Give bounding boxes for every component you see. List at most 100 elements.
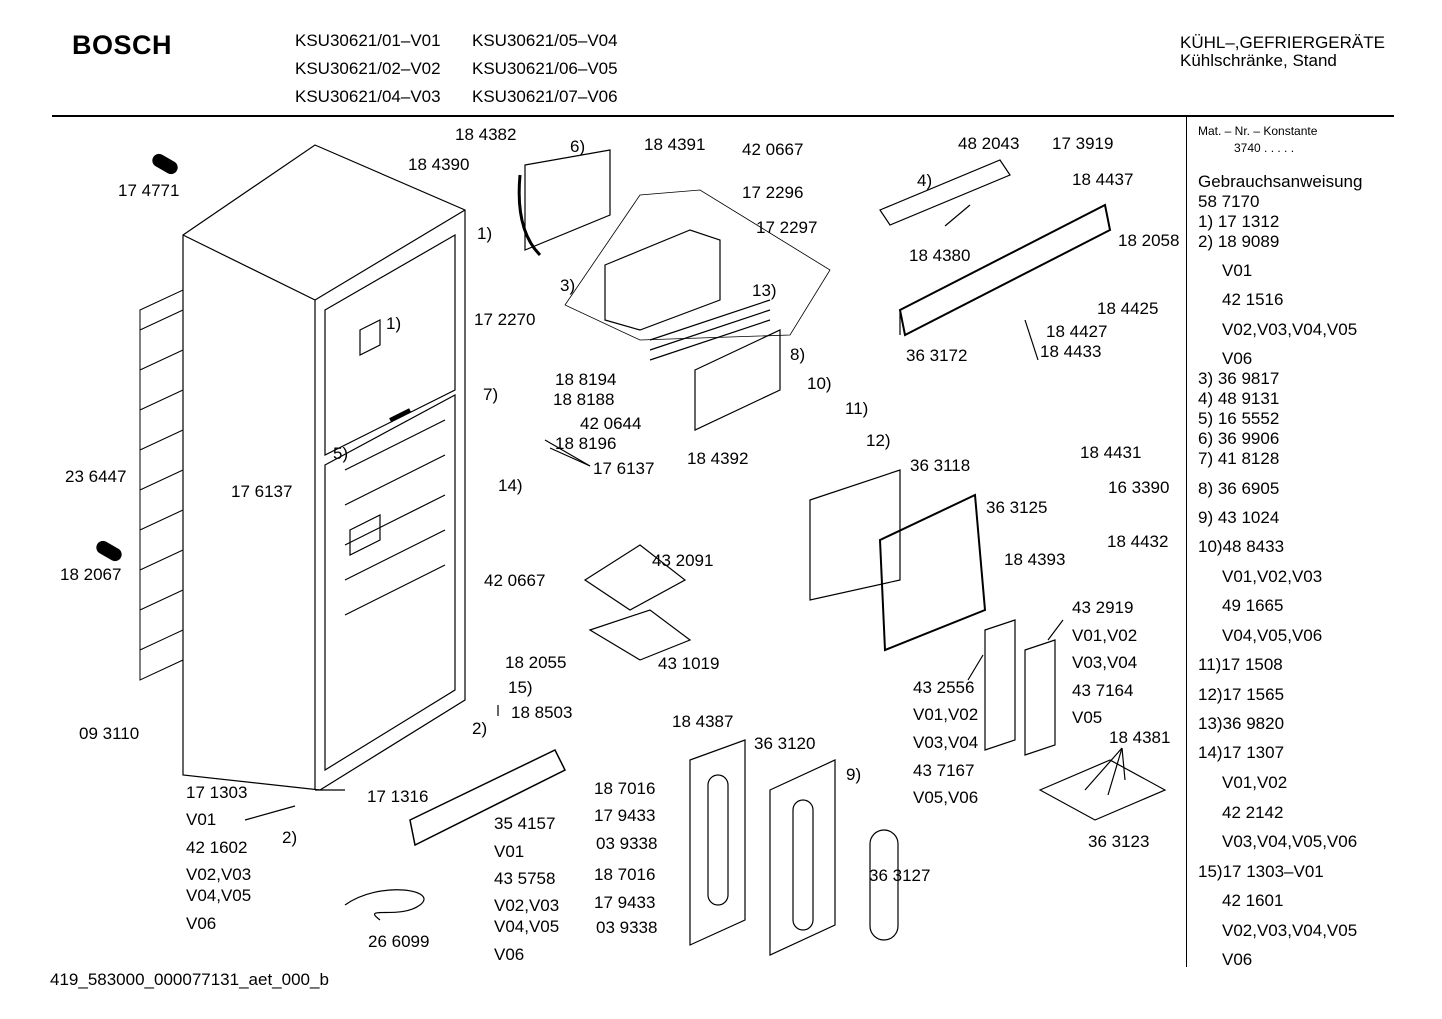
parts-list-item: 42 2142 xyxy=(1222,803,1284,822)
part-label: 16 3390 xyxy=(1108,478,1170,497)
part-label: 18 8194 xyxy=(555,370,617,389)
filter-dryer-part xyxy=(152,153,178,175)
variant-label: V03,V04 xyxy=(1072,653,1138,672)
evaporator-plate xyxy=(524,149,611,251)
parts-list-item: 10)48 8433 xyxy=(1198,537,1285,556)
callout-label: 11) xyxy=(845,399,869,418)
parts-list-item: 9) 43 1024 xyxy=(1198,508,1280,527)
part-label: 42 1602 xyxy=(186,838,248,857)
part-label: 18 7016 xyxy=(594,779,656,798)
filter-dryer-part xyxy=(96,540,122,562)
category-subtitle: Kühlschränke, Stand xyxy=(1180,51,1337,70)
parts-list-item: 3) 36 9817 xyxy=(1198,369,1280,388)
brand-logo: BOSCH xyxy=(72,30,173,60)
condenser-grid xyxy=(139,289,184,681)
variant-label: V01,V02 xyxy=(913,705,979,724)
handle-part xyxy=(984,619,1016,751)
model-number: KSU30621/07–V06 xyxy=(472,87,618,106)
part-label: 09 3110 xyxy=(79,724,140,743)
hinge-plate xyxy=(1038,759,1167,821)
callout-label: 1) xyxy=(477,224,493,243)
model-number: KSU30621/04–V03 xyxy=(295,87,441,106)
part-label: 43 1019 xyxy=(658,654,720,673)
part-label: 18 4437 xyxy=(1072,170,1134,189)
part-label: 18 4387 xyxy=(672,712,734,731)
part-label: 17 2296 xyxy=(742,183,804,202)
part-label: 17 4771 xyxy=(118,181,180,200)
part-label: 18 8196 xyxy=(555,434,617,453)
callout-label: 10) xyxy=(807,374,832,393)
parts-list-item: 49 1665 xyxy=(1222,596,1284,615)
part-label: 48 2043 xyxy=(958,134,1020,153)
variant-label: V06 xyxy=(186,914,217,933)
part-label: 36 3118 xyxy=(910,456,971,475)
part-label: 36 3120 xyxy=(754,734,816,753)
const-label: Mat. – Nr. – Konstante xyxy=(1198,124,1318,138)
part-label: 03 9338 xyxy=(596,918,658,937)
fan-bracket xyxy=(588,609,692,661)
category-title: KÜHL–,GEFRIERGERÄTE xyxy=(1180,33,1385,52)
part-label: 18 8188 xyxy=(553,390,615,409)
callout-label: 4) xyxy=(917,171,933,190)
variant-label: V02,V03 xyxy=(494,896,560,915)
parts-list-item: 58 7170 xyxy=(1198,192,1260,211)
part-label: 18 2067 xyxy=(60,565,122,584)
part-label: 43 2556 xyxy=(913,678,975,697)
part-label: 43 7167 xyxy=(913,761,975,780)
control-board xyxy=(879,159,1011,226)
parts-list-item: V01 xyxy=(1222,261,1253,280)
parts-list-item: 42 1516 xyxy=(1222,290,1284,309)
part-label: 43 7164 xyxy=(1072,681,1134,700)
parts-list-item: 5) 16 5552 xyxy=(1198,409,1280,428)
part-label: 18 7016 xyxy=(594,865,656,884)
part-label: 18 4390 xyxy=(408,155,470,174)
part-label: 36 3127 xyxy=(869,866,931,885)
part-label: 17 9433 xyxy=(594,806,656,825)
variant-label: V05,V06 xyxy=(913,788,979,807)
parts-list-item: 2) 18 9089 xyxy=(1198,232,1280,251)
part-label: 36 3172 xyxy=(906,346,968,365)
part-label: 18 4380 xyxy=(909,246,971,265)
part-label: 18 4431 xyxy=(1080,443,1142,462)
callout-label: 2) xyxy=(472,719,488,738)
part-label: 17 1303 xyxy=(186,783,248,802)
rear-frame xyxy=(878,493,987,652)
part-label: 42 0644 xyxy=(580,414,642,433)
part-label: 35 4157 xyxy=(494,814,556,833)
part-label: 23 6447 xyxy=(65,467,127,486)
part-label: 43 2919 xyxy=(1072,598,1134,617)
part-label: 43 2091 xyxy=(652,551,714,570)
rear-panel xyxy=(809,469,901,601)
parts-list-item: 15)17 1303–V01 xyxy=(1198,862,1324,881)
callout-label: 7) xyxy=(483,385,499,404)
part-label: 17 3919 xyxy=(1052,134,1114,153)
parts-list-item: V01,V02 xyxy=(1222,773,1288,792)
model-number: KSU30621/06–V05 xyxy=(472,59,618,78)
parts-list-item: 6) 36 9906 xyxy=(1198,429,1280,448)
parts-list-item: 12)17 1565 xyxy=(1198,685,1285,704)
part-label: 17 6137 xyxy=(593,459,655,478)
variant-label: V01 xyxy=(186,810,217,829)
part-label: 18 4381 xyxy=(1109,728,1171,747)
variant-label: V06 xyxy=(494,945,525,964)
callout-label: 12) xyxy=(866,431,891,450)
part-label: 18 4432 xyxy=(1107,532,1169,551)
part-label: 18 4425 xyxy=(1097,299,1159,318)
part-label: 42 0667 xyxy=(742,140,804,159)
variant-label: V01,V02 xyxy=(1072,626,1138,645)
parts-list-item: 1) 17 1312 xyxy=(1198,212,1280,231)
part-label: 17 9433 xyxy=(594,893,656,912)
callout-label: 13) xyxy=(752,281,777,300)
parts-list-item: V03,V04,V05,V06 xyxy=(1222,832,1358,851)
part-label: 18 2058 xyxy=(1118,231,1180,250)
part-label: 03 9338 xyxy=(596,834,658,853)
part-label: 43 5758 xyxy=(494,869,556,888)
door-liner xyxy=(689,739,746,946)
parts-list-item: 14)17 1307 xyxy=(1198,743,1285,762)
model-number: KSU30621/01–V01 xyxy=(295,31,441,50)
model-number: KSU30621/02–V02 xyxy=(295,59,441,78)
part-label: 36 3125 xyxy=(986,498,1048,517)
callout-label: 2) xyxy=(282,828,298,847)
variant-label: V02,V03 xyxy=(186,865,252,884)
